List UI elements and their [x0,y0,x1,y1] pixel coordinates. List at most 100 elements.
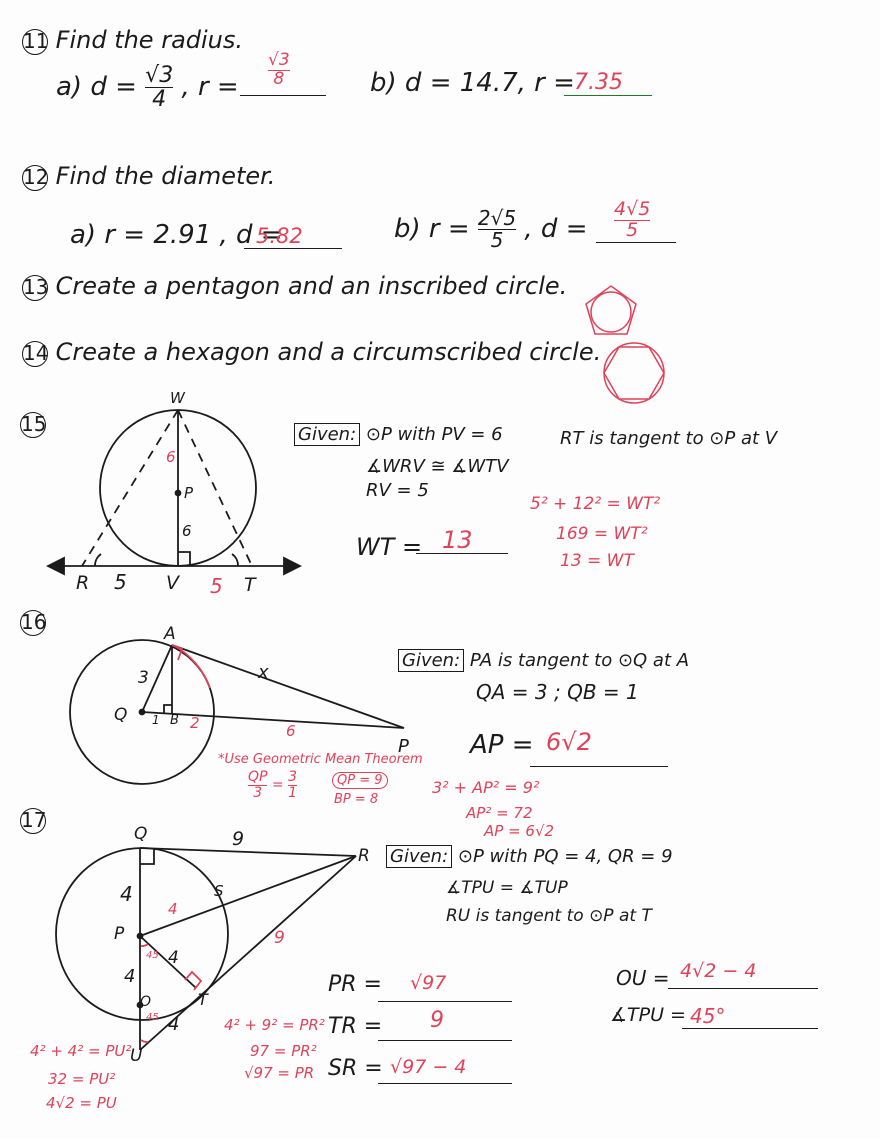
q17-work-pu-3: 4√2 = PU [46,1094,117,1112]
q17-tr-label: TR = [328,1014,383,1039]
q12a-text: a) r = 2.91 , d = [70,220,283,250]
q11a-r-den: 8 [273,68,285,89]
q17-work-pr-1: 4² + 9² = PR² [224,1016,325,1034]
q11a-r-fraction: √3 8 [268,51,290,89]
q17-work-pu-1: 4² + 4² = PU² [30,1042,132,1060]
q15-label-V: V [166,572,179,594]
q17-label-rt: 9 [274,928,285,948]
q16-work-2: AP² = 72 [466,804,533,822]
q11b-answer-line [564,95,652,96]
q17-label-U: U [130,1046,143,1066]
q16-answer-line [530,766,668,767]
q17-label-pq: 4 [120,882,133,906]
q17-given: Given: ⊙P with PQ = 4, QR = 9 [386,845,673,868]
q17-pr-line [378,1001,512,1002]
q16-bp: BP = 8 [334,792,379,807]
q15-label-wp: 6 [166,448,176,466]
q17-label-P: P [114,924,125,944]
q17-heading: 17 [20,808,46,834]
q17-sr-line [378,1083,512,1084]
q17-work-pr-3: √97 = PR [244,1064,315,1082]
q15-given-label: Given: [294,423,361,446]
q12b-d-label: , d = [524,214,588,244]
q15-given-line3: RV = 5 [366,480,429,501]
q16-label-P: P [398,736,409,757]
q16-label-A: A [164,624,176,644]
q11a: a) d = √3 4 , r = [56,64,239,111]
q15-question: WT = [356,533,423,561]
q16-given-label: Given: [398,649,465,672]
q17-label-pt: 4 [168,948,179,968]
q16-heading: 16 [20,610,46,636]
q12-heading: 12 Find the diameter. [22,162,275,191]
q13-prompt: Create a pentagon and an inscribed circl… [55,272,568,300]
q11a-r-label: , r = [181,72,239,103]
q16-label-B: B [170,713,179,728]
q15-given-line1b: RT is tangent to ⊙P at V [560,428,778,449]
q11-number: 11 [22,29,49,55]
q11a-label: a) [56,72,83,103]
q16-frac1-den: 3 [253,784,263,801]
q17-given-line1: ⊙P with PQ = 4, QR = 9 [457,846,673,867]
q15-label-R: R [76,572,90,594]
q16-label-Q: Q [114,705,128,725]
q17-tr-answer: 9 [430,1008,444,1033]
q15-given-line2: ∡WRV ≅ ∡WTV [366,456,509,477]
q12a-answer: 5.82 [256,224,303,248]
q12b-answer-line [596,242,676,243]
q14-heading: 14 Create a hexagon and a circumscribed … [22,338,601,367]
q12b-d-den: 5 [626,218,639,241]
q14-prompt: Create a hexagon and a circumscribed cir… [55,338,602,366]
q17-pr-answer: √97 [410,972,447,994]
q15-heading: 15 [20,412,46,438]
q15-work-1: 5² + 12² = WT² [530,494,661,514]
q15-label-T: T [244,574,256,596]
q16-qp: QP = 9 [332,772,388,789]
q17-work-pu-2: 32 = PU² [48,1070,116,1088]
q12b-r-num: 2√5 [477,206,517,230]
q16-given: Given: PA is tangent to ⊙Q at A [398,649,689,672]
q16-label-qb: 1 [152,713,160,727]
q16-label-qa: 3 [138,668,149,688]
q17-label-S: S [214,882,224,900]
q17-ou-label: OU = [616,966,670,990]
q16-frac2-num: 3 [288,769,298,785]
q16-frac2: 3 1 [288,769,298,800]
q11b-answer: 7.35 [574,70,623,95]
q15-given: Given: ⊙P with PV = 6 [294,423,503,446]
q13-heading: 13 Create a pentagon and an inscribed ci… [22,272,567,301]
q15-answer: 13 [442,526,473,554]
q11a-answer: √3 8 [268,51,290,89]
q17-given-label: Given: [386,845,453,868]
q11a-d-prefix: d = [90,72,137,103]
q17-diagram [55,847,357,1051]
q15-work-3: 13 = WT [560,551,634,571]
q15-answer-line [416,553,508,554]
q17-tpu-label: ∡TPU = [610,1004,686,1026]
q17-label-ot: 4 [168,1014,180,1035]
q11a-d-fraction: √3 4 [145,64,174,111]
q17-tpu-answer: 45° [690,1004,726,1028]
q17-label-po: 4 [124,966,136,987]
q12b-d-fraction: 4√5 5 [614,199,651,241]
q16-ratio: QP 3 = 3 1 [248,769,298,801]
q16-label-x: x [258,662,269,683]
q17-angle-b: 45 [146,1012,159,1023]
q14-number: 14 [22,341,49,367]
q16-answer: 6√2 [546,728,592,756]
q17-sr-label: SR = [328,1056,383,1081]
q17-label-Q: Q [134,824,148,844]
q15-label-P: P [184,484,194,502]
q16-given-line2: QA = 3 ; QB = 1 [476,680,639,704]
q17-tpu-line [682,1028,818,1029]
q15-label-rv: 5 [114,570,127,594]
q11-prompt: Find the radius. [55,26,244,54]
q17-label-ps: 4 [168,900,178,918]
q17-label-O: O [140,994,152,1010]
q11b-d: d = 14.7 [404,68,518,98]
q11b: b) d = 14.7, r = [370,68,575,98]
q12a-answer-line [244,248,342,249]
q16-label-bp: 6 [286,722,296,740]
q15-diagram [45,409,303,576]
